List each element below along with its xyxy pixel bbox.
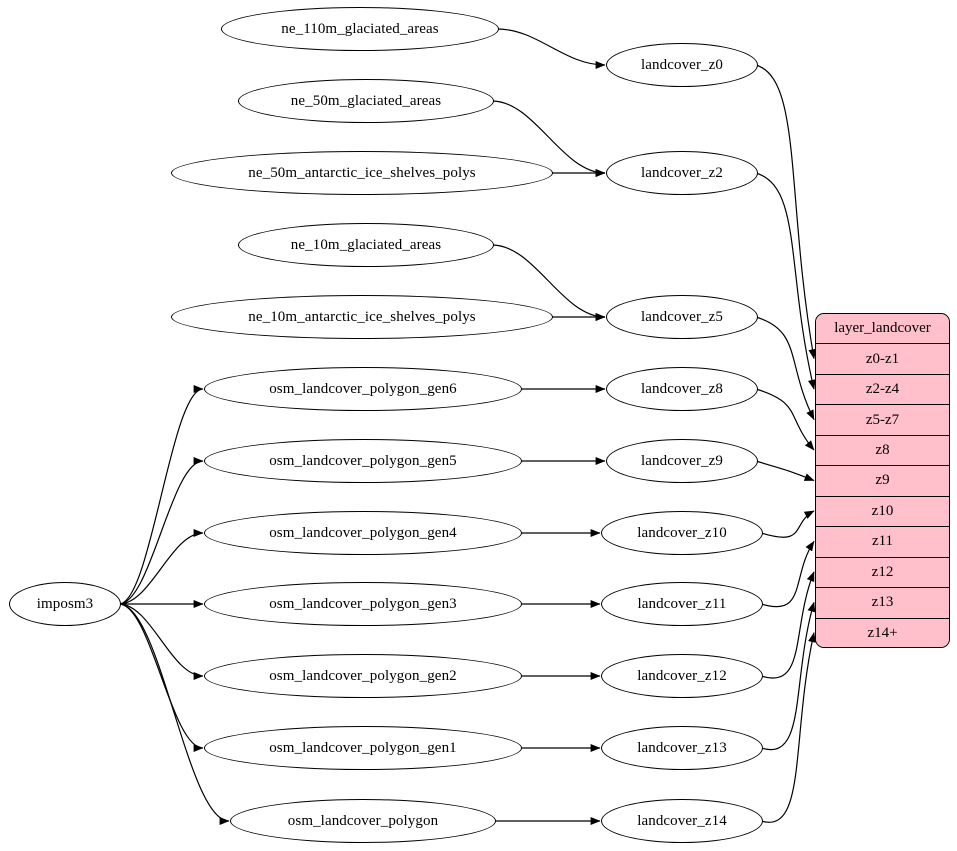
edge-imposm3-to-osm-landcover-polygon-gen1	[118, 603, 204, 752]
node-landcover-z14[interactable]: landcover_z14	[601, 799, 763, 843]
node-label: osm_landcover_polygon	[287, 812, 439, 829]
node-label: landcover_z2	[641, 164, 723, 181]
node-osm-landcover-polygon-gen1[interactable]: osm_landcover_polygon_gen1	[204, 726, 522, 770]
edge-landcover-z12-to-layer-landcover-z12	[760, 571, 815, 679]
node-ne-50m-antarctic-ice-shelves-polys[interactable]: ne_50m_antarctic_ice_shelves_polys	[171, 151, 553, 195]
node-ne-10m-glaciated-areas[interactable]: ne_10m_glaciated_areas	[238, 223, 494, 267]
node-landcover-z13[interactable]: landcover_z13	[601, 726, 763, 770]
node-label: landcover_z13	[637, 739, 727, 756]
edge-ne-10m-glaciated-areas-to-landcover-z5	[491, 244, 606, 321]
node-label: osm_landcover_polygon_gen2	[269, 667, 457, 684]
edge-imposm3-to-osm-landcover-polygon-gen4	[118, 529, 204, 605]
record-row-z5-z7[interactable]: z5-z7	[816, 405, 949, 436]
node-label: osm_landcover_polygon_gen4	[269, 524, 457, 541]
node-label: landcover_z8	[641, 380, 723, 397]
node-ne-110m-glaciated-areas[interactable]: ne_110m_glaciated_areas	[221, 7, 499, 51]
node-label: osm_landcover_polygon_gen6	[269, 380, 457, 397]
node-osm-landcover-polygon[interactable]: osm_landcover_polygon	[230, 799, 496, 843]
node-landcover-z9[interactable]: landcover_z9	[606, 439, 758, 483]
node-landcover-z5[interactable]: landcover_z5	[606, 295, 758, 339]
edge-imposm3-to-osm-landcover-polygon	[118, 603, 230, 825]
edge-landcover-z9-to-layer-landcover-z9	[755, 460, 815, 482]
record-row-z10[interactable]: z10	[816, 496, 949, 528]
node-imposm3[interactable]: imposm3	[9, 582, 121, 626]
record-row-z8[interactable]: z8	[816, 435, 949, 467]
node-label: ne_50m_antarctic_ice_shelves_polys	[248, 164, 476, 181]
node-ne-10m-antarctic-ice-shelves-polys[interactable]: ne_10m_antarctic_ice_shelves_polys	[171, 295, 553, 339]
node-ne-50m-glaciated-areas[interactable]: ne_50m_glaciated_areas	[238, 79, 494, 123]
node-osm-landcover-polygon-gen5[interactable]: osm_landcover_polygon_gen5	[204, 439, 522, 483]
node-label: landcover_z12	[637, 667, 727, 684]
edge-imposm3-to-osm-landcover-polygon-gen2	[118, 603, 204, 680]
edge-landcover-z10-to-layer-landcover-z10	[760, 510, 815, 538]
node-label: ne_50m_glaciated_areas	[290, 92, 442, 109]
edge-landcover-z13-to-layer-landcover-z13	[760, 601, 816, 751]
node-osm-landcover-polygon-gen6[interactable]: osm_landcover_polygon_gen6	[204, 367, 522, 411]
edge-ne-110m-glaciated-areas-to-landcover-z0	[496, 28, 606, 69]
edge-landcover-z14-to-layer-landcover-z14	[760, 632, 816, 823]
node-osm-landcover-polygon-gen3[interactable]: osm_landcover_polygon_gen3	[204, 582, 522, 626]
node-landcover-z2[interactable]: landcover_z2	[606, 151, 758, 195]
node-label: osm_landcover_polygon_gen3	[269, 595, 457, 612]
node-label: landcover_z0	[641, 56, 723, 73]
record-row-z0-z1[interactable]: z0-z1	[816, 344, 949, 375]
edge-landcover-z0-to-layer-landcover-z0-z1	[755, 64, 817, 360]
node-label: ne_10m_glaciated_areas	[290, 236, 442, 253]
edge-landcover-z5-to-layer-landcover-z5-z7	[755, 316, 815, 421]
node-landcover-z8[interactable]: landcover_z8	[606, 367, 758, 411]
record-header: layer_landcover	[816, 314, 949, 345]
node-label: landcover_z5	[641, 308, 723, 325]
record-row-z11[interactable]: z11	[816, 527, 949, 558]
edge-landcover-z8-to-layer-landcover-z8	[755, 388, 815, 451]
node-landcover-z0[interactable]: landcover_z0	[606, 43, 758, 87]
record-row-z13[interactable]: z13	[816, 588, 949, 619]
node-label: ne_110m_glaciated_areas	[281, 20, 439, 37]
node-landcover-z10[interactable]: landcover_z10	[601, 511, 763, 555]
record-row-z2-z4[interactable]: z2-z4	[816, 374, 949, 406]
record-row-z14[interactable]: z14+	[816, 618, 949, 647]
edge-ne-50m-glaciated-areas-to-landcover-z2	[491, 100, 606, 177]
node-label: osm_landcover_polygon_gen5	[269, 452, 457, 469]
node-landcover-z12[interactable]: landcover_z12	[601, 654, 763, 698]
node-label: landcover_z9	[641, 452, 723, 469]
node-label: imposm3	[36, 595, 94, 612]
node-label: landcover_z14	[637, 812, 727, 829]
node-label: landcover_z10	[637, 524, 727, 541]
node-label: osm_landcover_polygon_gen1	[269, 739, 457, 756]
node-osm-landcover-polygon-gen4[interactable]: osm_landcover_polygon_gen4	[204, 511, 522, 555]
edge-imposm3-to-osm-landcover-polygon-gen5	[118, 457, 204, 605]
edge-imposm3-to-osm-landcover-polygon-gen6	[118, 385, 204, 605]
edge-landcover-z2-to-layer-landcover-z2-z4	[755, 172, 816, 390]
node-label: landcover_z11	[637, 595, 727, 612]
node-label: ne_10m_antarctic_ice_shelves_polys	[248, 308, 476, 325]
record-row-z9[interactable]: z9	[816, 466, 949, 497]
node-osm-landcover-polygon-gen2[interactable]: osm_landcover_polygon_gen2	[204, 654, 522, 698]
record-row-z12[interactable]: z12	[816, 557, 949, 589]
edge-landcover-z11-to-layer-landcover-z11	[760, 540, 815, 608]
node-landcover-z11[interactable]: landcover_z11	[601, 582, 763, 626]
